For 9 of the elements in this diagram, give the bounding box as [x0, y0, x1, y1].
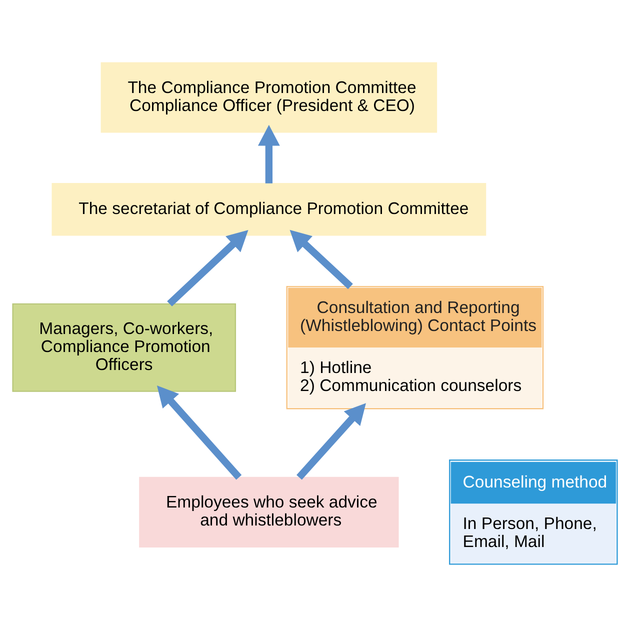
arrow: [156, 385, 242, 480]
arrow: [167, 229, 248, 306]
arrow: [258, 124, 280, 183]
arrow: [290, 229, 353, 289]
node-box: Managers, Co-workers, Compliance Promotion Officers: [12, 302, 236, 392]
node-box: Employees who seek advice and whistleblowers: [139, 476, 399, 547]
node-box: The Compliance Promotion Committee Compliance Officer (President & CEO): [100, 62, 438, 132]
arrow: [296, 402, 366, 480]
node-box: The secretariat of Compliance Promotion Committee: [52, 182, 486, 236]
